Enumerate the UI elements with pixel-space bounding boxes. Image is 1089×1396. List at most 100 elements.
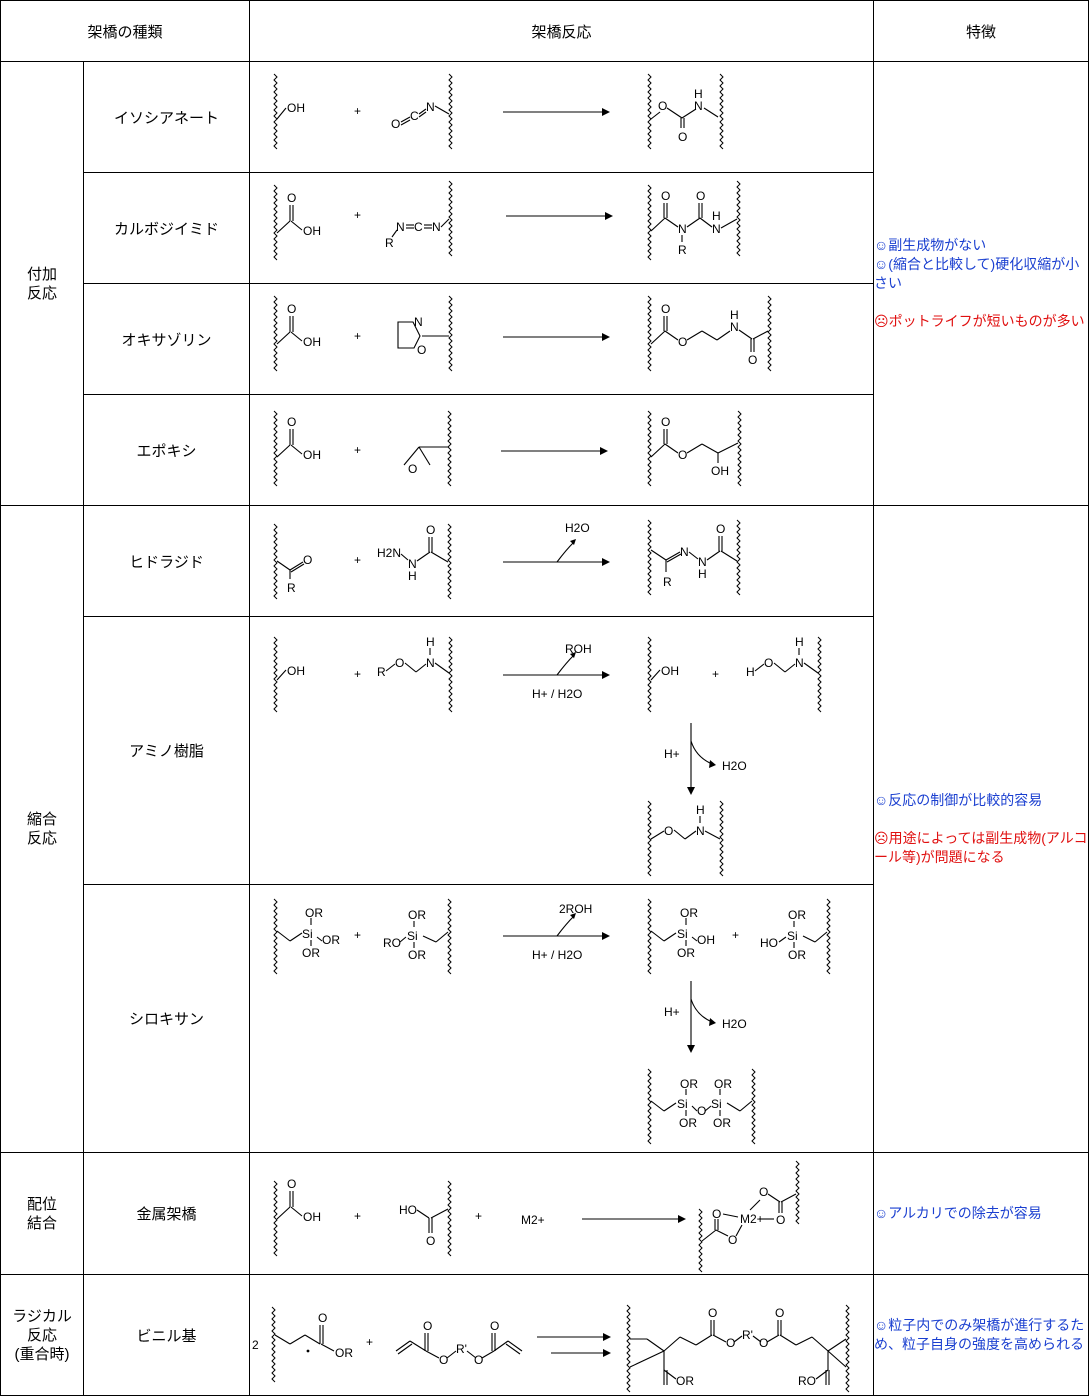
header-type: 架橋の種類 [0,0,251,62]
plus: + [354,104,361,118]
label-r: R [377,665,386,679]
label-c: C [414,220,423,234]
label-o: O [391,117,400,131]
feature-pro: ☺アルカリでの除去が容易 [874,1205,1042,1221]
label-h2n: H2N [377,546,401,560]
plus: + [475,1209,482,1223]
label-o: O [759,1336,768,1350]
label-o: O [287,415,296,429]
reaction-cell: O OH + N O O O N H [249,283,875,395]
reaction-scheme-hydrazide: O R + H2N N H O H2O R [273,519,741,600]
label-or: OR [676,1374,694,1388]
reaction-cell: OH + O C N O O N H [249,61,875,173]
label-n: N [712,222,721,236]
label-h: H [730,308,739,322]
label-r: R [287,581,296,595]
reaction-cell: O OH + O O O OH [249,394,875,506]
reaction-scheme-amino-resin: OH + R O N H ROH H+ / H2O OH + [273,635,822,877]
label-o: O [712,1207,721,1221]
plus: + [712,667,719,681]
feature-pro: ☺粒子内でのみ架橋が進行するため、粒子自身の強度を高められる [874,1317,1085,1352]
label-o: O [426,1234,435,1248]
label-or: OR [335,1346,353,1360]
crosslink-name: アミノ樹脂 [82,616,251,885]
reaction-cell: 2 O OR + O O R' O [249,1274,875,1396]
category-addition: 付加 反応 [0,61,84,506]
label-ro: RO [798,1374,816,1388]
label-or: OR [788,948,806,962]
label-h: H [696,803,705,817]
label-o: O [318,1311,327,1325]
label-h2o: H2O [565,521,590,535]
label-oh: OH [303,335,321,349]
label-m2: M2+ [521,1213,545,1227]
label-n: N [396,220,405,234]
label-si: Si [787,929,798,943]
row-vinyl: ラジカル 反応 (重合時) ビニル基 2 O OR + O [0,1274,1089,1396]
plus: + [354,667,361,681]
label-n: N [680,545,689,559]
label-o: O [661,415,670,429]
label-o: O [716,522,725,536]
plus: + [732,928,739,942]
plus: + [354,1209,361,1223]
category-line: 反応 [26,1326,57,1344]
label-r: R [663,575,672,589]
label-o: O [726,1336,735,1350]
label-oh: OH [711,464,729,478]
label-h: H [408,569,417,583]
reaction-scheme-isocyanate: OH + O C N O O N H [273,73,724,150]
label-or: OR [322,933,340,947]
label-oh: OH [303,1210,321,1224]
row-hydrazide: 縮合 反応 ヒドラジド O R + H2N N H O [0,505,1089,1153]
plus: + [354,443,361,457]
reaction-scheme-metal: O OH + HO O + M2+ O O [273,1160,800,1273]
crosslink-name: シロキサン [82,884,251,1153]
label-n: N [696,824,705,838]
label-h: H [426,635,435,649]
label-si: Si [407,929,418,943]
feature-radical: ☺粒子内でのみ架橋が進行するため、粒子自身の強度を高められる [873,1274,1089,1396]
reaction-scheme-oxazoline: O OH + N O O O N H [273,295,772,372]
header-reaction: 架橋反応 [249,0,875,62]
label-o: O [661,302,670,316]
label-n: N [678,222,687,236]
label-o: O [423,1319,432,1333]
label-o: O [764,656,773,670]
label-si: Si [711,1097,722,1111]
reaction-cell: OH + R O N H ROH H+ / H2O OH + [249,616,875,885]
label-o: O [696,189,705,203]
label-o: O [395,656,404,670]
label-o: O [658,99,667,113]
reaction-cell: Si OR OR OR + OR Si RO OR 2RO [249,884,875,1153]
label-h2o: H2O [722,759,747,773]
reaction-scheme-siloxane: Si OR OR OR + OR Si RO OR 2RO [273,898,831,1145]
header-feature: 特徴 [873,0,1089,62]
feature-pro: ☺(縮合と比較して)硬化収縮が小さい [874,256,1080,291]
row-isocyanate: 付加 反応 イソシアネート OH + O C N O [0,61,1089,506]
plus: + [354,208,361,222]
label-or: OR [680,1077,698,1091]
crosslink-name: オキサゾリン [82,283,251,395]
label-r: R [678,243,687,257]
label-n: N [694,99,703,113]
label-h: H [698,567,707,581]
label-or: OR [713,1116,731,1130]
label-oh: OH [287,664,305,678]
category-line: 縮合 [26,811,57,828]
label-si: Si [677,927,688,941]
label-o: O [417,343,426,357]
category-line: ラジカル [12,1307,72,1325]
label-o: O [408,462,417,476]
reaction-cell: O OH + R N C N O N R [249,172,875,284]
label-or: OR [788,908,806,922]
feature-addition: ☺副生成物がない ☺(縮合と比較して)硬化収縮が小さい ☹ポットライフが短いもの… [873,61,1089,506]
label-o: O [748,353,757,367]
label-o: O [728,1233,737,1247]
label-or: OR [408,948,426,962]
label-o: O [776,1213,785,1227]
label-n: N [432,220,441,234]
category-line: 配位 [26,1195,57,1213]
feature-condensation: ☺反応の制御が比較的容易 ☹用途によっては副生成物(アルコール等)が問題になる [873,505,1089,1153]
label-ho: HO [760,936,778,950]
